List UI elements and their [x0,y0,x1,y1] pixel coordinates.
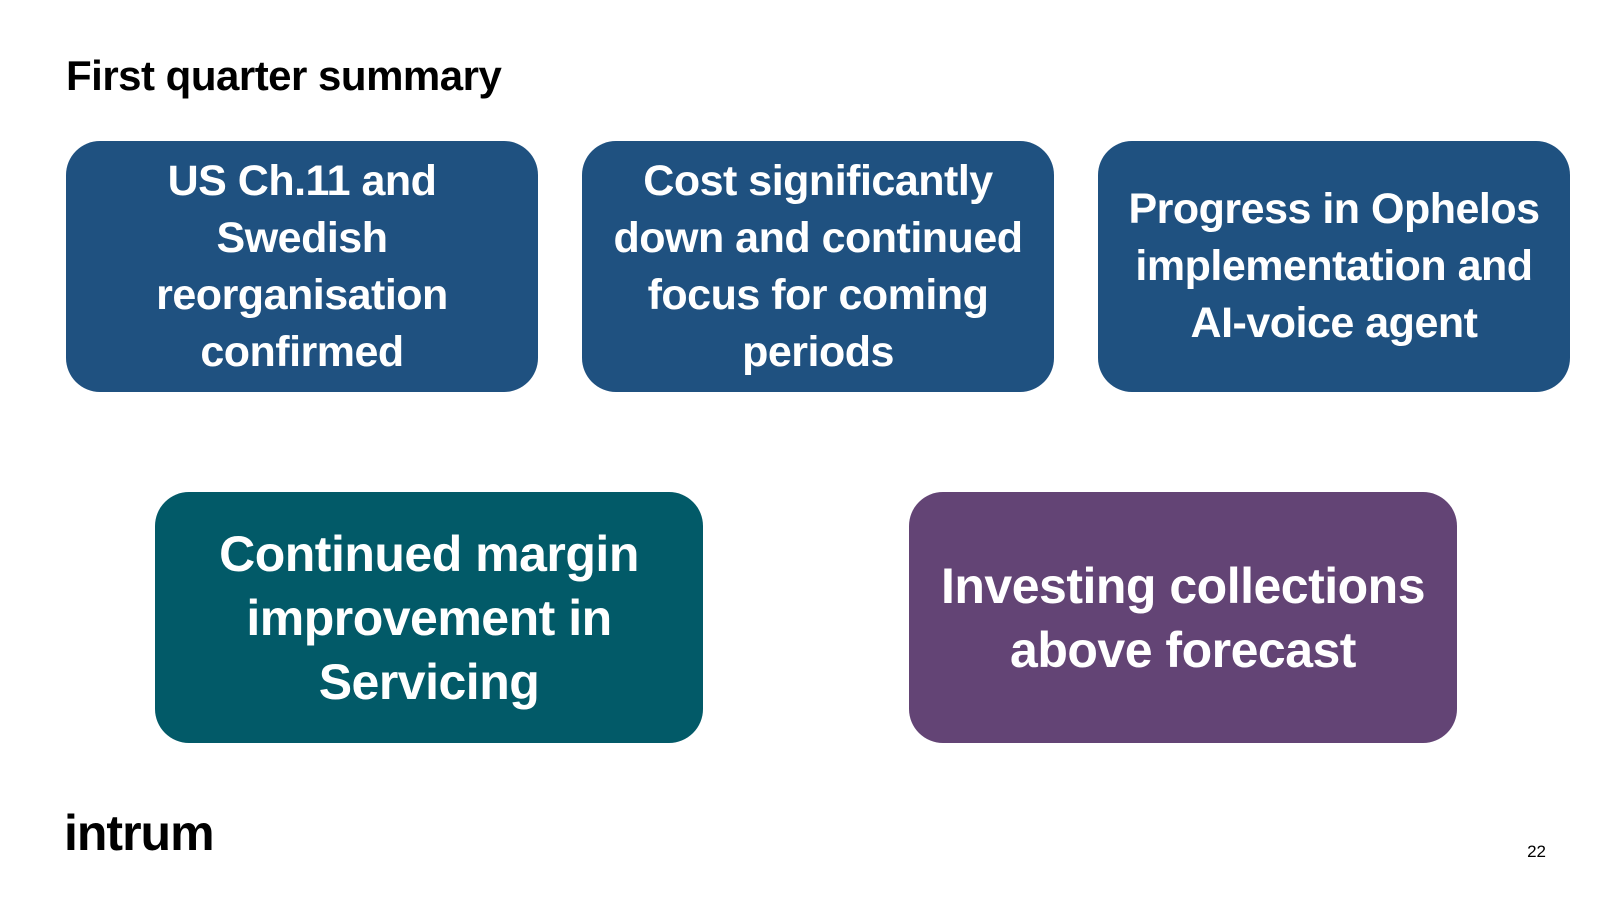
page-number: 22 [1527,842,1546,861]
summary-box-servicing: Continued margin improvement in Servicin… [155,492,703,743]
summary-box-restructuring: US Ch.11 and Swedish reorganisation conf… [66,141,538,392]
summary-box-text: Cost significantly down and continued fo… [613,156,1023,376]
intrum-logo: intrum [64,805,215,861]
summary-box-cost: Cost significantly down and continued fo… [582,141,1054,392]
slide-title: First quarter summary [66,52,502,99]
summary-box-text: Progress in Ophelos implementation and A… [1128,185,1540,347]
summary-box-text: US Ch.11 and Swedish reorganisation conf… [156,156,448,376]
summary-box-text: Investing collections above forecast [940,557,1426,678]
summary-box-text: Continued margin improvement in Servicin… [219,525,639,710]
summary-box-ophelos: Progress in Ophelos implementation and A… [1098,141,1570,392]
summary-box-investing: Investing collections above forecast [909,492,1457,743]
